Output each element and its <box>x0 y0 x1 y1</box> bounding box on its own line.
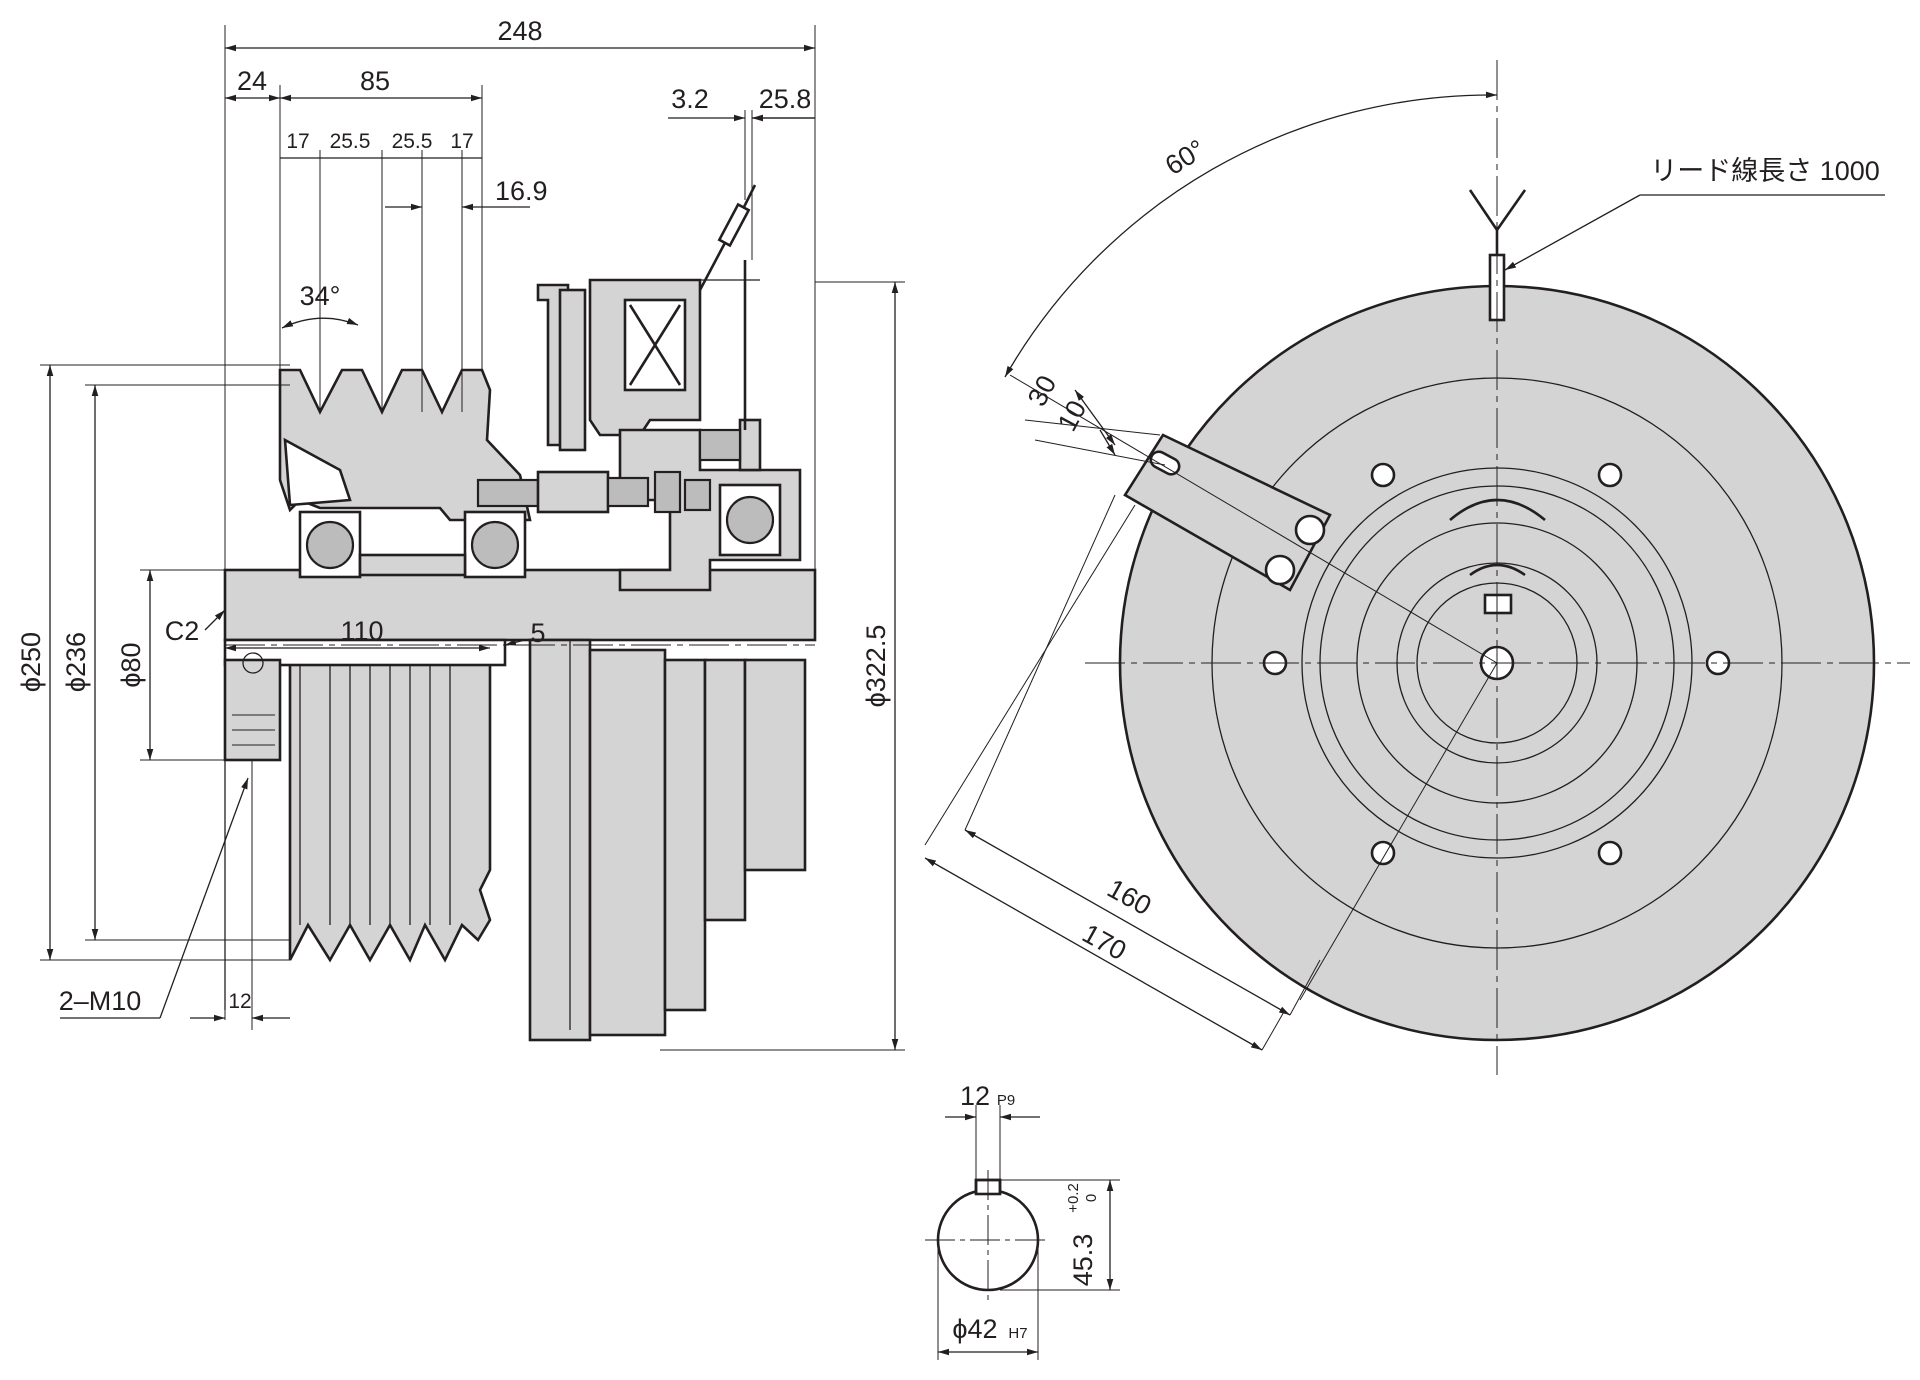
pulley-grooves-lower <box>299 665 451 925</box>
coil-cross <box>623 298 687 392</box>
clutch-disc-3 <box>663 658 707 1012</box>
hub-nose <box>223 658 282 762</box>
dim-key-depth-tol-upper: +0.2 <box>1065 1183 1082 1213</box>
dim-radius-160: 160 <box>1102 873 1156 921</box>
bracket-plate <box>738 418 762 472</box>
keyway-detail: 12 P9 45.3 +0.2 0 ϕ42 H7 <box>925 1081 1120 1360</box>
bolt-holes <box>1262 462 1731 866</box>
dim-key-depth: 45.3 <box>1068 1234 1098 1287</box>
dim-outer-diameter: ϕ250 <box>16 632 46 692</box>
tap-holes <box>232 652 275 746</box>
dim-shoulder: 5 <box>530 618 545 648</box>
dim-groove-offset: 16.9 <box>495 176 548 206</box>
spacer <box>358 553 467 577</box>
bearing-right <box>725 495 775 545</box>
arm-bolt-2 <box>1264 554 1296 586</box>
dim-groove-pitch-3: 25.5 <box>392 130 433 153</box>
dim-overall-length: 248 <box>497 16 542 46</box>
dim-radius-170: 170 <box>1077 918 1131 966</box>
front-view <box>223 184 817 1042</box>
dim-bore-diameter: ϕ42 <box>952 1314 997 1344</box>
pulley-inner-cone <box>283 437 352 507</box>
friction-plate <box>558 288 587 452</box>
side-view <box>1009 60 1910 1075</box>
clutch-disc-2 <box>588 648 667 1037</box>
bearing-mid <box>463 510 527 579</box>
dim-hub-offset: 24 <box>237 66 267 96</box>
clutch-disc-5 <box>743 658 807 872</box>
dim-key-depth-tol-lower: 0 <box>1083 1194 1100 1202</box>
dim-pitch-diameter: ϕ236 <box>61 632 91 692</box>
dim-overall-diameter: ϕ322.5 <box>861 625 891 708</box>
dim-gap: 3.2 <box>671 84 709 114</box>
bearing-left <box>298 510 362 579</box>
dim-housing-bore: ϕ80 <box>116 642 146 687</box>
arm-slot <box>1149 450 1181 476</box>
key-block <box>1483 593 1513 615</box>
hub-housing <box>223 568 817 642</box>
clutch-disc-1 <box>528 638 592 1042</box>
dim-bore-tol: H7 <box>1008 1325 1027 1342</box>
dim-slot-width: 10 <box>1052 395 1093 436</box>
dim-brake-width: 25.8 <box>759 84 812 114</box>
dim-arm-angle: 60° <box>1160 134 1211 181</box>
dim-groove-pitch-1: 17 <box>286 130 309 153</box>
lead-wire-label: リード線長さ 1000 <box>1650 156 1880 186</box>
bolt-assembly <box>476 428 742 514</box>
dim-arm-width: 30 <box>1022 370 1063 411</box>
dim-chamfer: C2 <box>165 616 200 646</box>
dim-bore-depth: 110 <box>340 616 383 646</box>
dim-tap-offset: 12 <box>228 990 251 1013</box>
dim-groove-pitch-4: 17 <box>450 130 473 153</box>
dim-groove-angle: 34° <box>300 281 341 311</box>
dim-key-width-tol: P9 <box>997 1092 1015 1109</box>
dim-groove-pitch-2: 25.5 <box>330 130 371 153</box>
front-dimensions: 248 24 85 17 25.5 25.5 17 16.9 34° 3.2 2… <box>16 16 905 1051</box>
clutch-disc-4 <box>703 658 747 922</box>
dim-pulley-width: 85 <box>360 66 390 96</box>
arm-bolt-1 <box>1294 514 1326 546</box>
dim-key-width: 12 <box>960 1081 990 1111</box>
lead-wire <box>698 184 760 430</box>
dim-tap-holes: 2–M10 <box>59 986 142 1016</box>
